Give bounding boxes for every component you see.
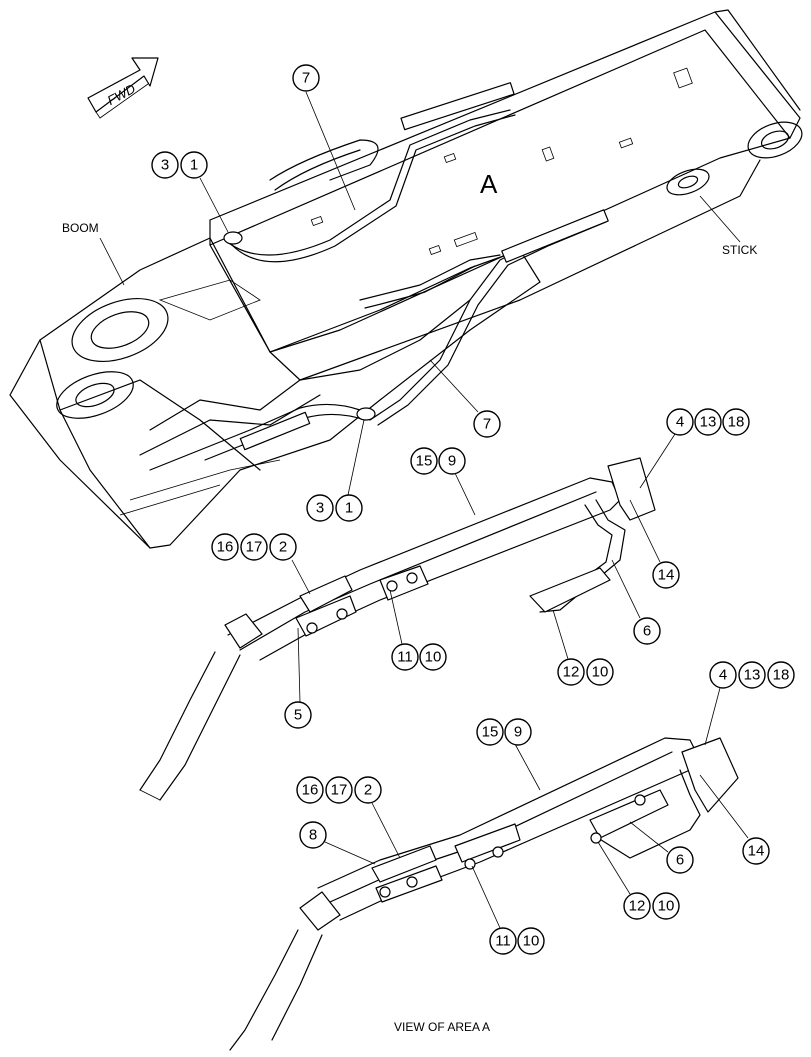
callout-text: 18: [728, 414, 745, 431]
callout-text: 6: [676, 852, 684, 869]
callout-text: 13: [700, 414, 717, 431]
callout-v1-14: 14: [629, 499, 680, 589]
callout-text: 2: [364, 782, 372, 799]
callout-text: 3: [161, 157, 169, 174]
callout-v1-12-10: 12 10: [552, 609, 614, 686]
area-label: A: [480, 169, 498, 199]
callout-text: 5: [294, 707, 302, 724]
callout-text: 16: [302, 782, 319, 799]
callout-text: 10: [658, 898, 675, 915]
callout-text: 3: [316, 500, 324, 517]
callout-v1-5: 5: [284, 627, 312, 729]
callout-text: 12: [629, 898, 646, 915]
callout-v1-11-10: 11 10: [389, 589, 447, 671]
boom-leader: [99, 237, 125, 286]
hose-lines: [149, 82, 609, 471]
callout-v1-6: 6: [611, 559, 661, 645]
callout-text: 6: [643, 623, 651, 640]
callout-v1-16-17-2: 16 17 2: [211, 533, 311, 595]
callout-text: 15: [482, 724, 499, 741]
callout-mid-3-1: 3 1: [306, 419, 365, 522]
stick-leader: [699, 195, 741, 243]
stick-drawing: [209, 9, 803, 381]
view-caption: VIEW OF AREA A: [394, 1020, 490, 1034]
callout-text: 13: [744, 667, 761, 684]
callout-text: 1: [345, 500, 353, 517]
callout-v2-4-13-18: 4 13 18: [704, 661, 795, 746]
callout-v2-11-10: 11 10: [471, 865, 545, 955]
callout-text: 11: [495, 933, 511, 950]
callout-text: 14: [658, 567, 675, 584]
callout-text: 8: [309, 827, 317, 844]
stick-label: STICK: [722, 243, 757, 257]
callout-v2-8: 8: [299, 821, 376, 865]
callout-text: 10: [523, 933, 540, 950]
callout-text: 10: [592, 664, 609, 681]
callout-text: 4: [676, 414, 684, 431]
callout-text: 15: [416, 453, 433, 470]
callout-text: 18: [773, 667, 790, 684]
fwd-arrow: FWD: [87, 57, 159, 119]
callout-text: 1: [190, 157, 198, 174]
callout-top-3-1: 3 1: [151, 151, 229, 233]
callout-text: 7: [302, 70, 310, 87]
callout-text: 2: [279, 539, 287, 556]
callout-text: 17: [331, 782, 348, 799]
callout-v1-15-9: 15 9: [410, 447, 476, 516]
callout-text: 4: [719, 667, 727, 684]
view-1-assembly: [139, 457, 656, 801]
callout-text: 9: [514, 724, 522, 741]
callout-text: 12: [563, 664, 580, 681]
callout-top-7: 7: [292, 64, 356, 211]
callout-v1-4-13-18: 4 13 18: [639, 408, 750, 489]
callout-text: 9: [448, 453, 456, 470]
view-2-assembly: [229, 737, 739, 1051]
callout-v2-12-10: 12 10: [597, 841, 680, 920]
callout-text: 10: [425, 649, 442, 666]
callout-v2-14: 14: [699, 774, 770, 865]
callout-text: 14: [748, 843, 765, 860]
callout-v2-16-17-2: 16 17 2: [296, 776, 401, 859]
callout-text: 16: [217, 539, 234, 556]
callout-text: 17: [246, 539, 263, 556]
callout-text: 11: [397, 649, 413, 666]
callout-v2-6: 6: [629, 821, 694, 874]
callout-v2-15-9: 15 9: [476, 718, 541, 791]
callout-text: 7: [483, 416, 491, 433]
boom-label: BOOM: [62, 221, 99, 235]
callout-mid-7: 7: [429, 359, 501, 438]
fwd-label: FWD: [105, 81, 138, 108]
